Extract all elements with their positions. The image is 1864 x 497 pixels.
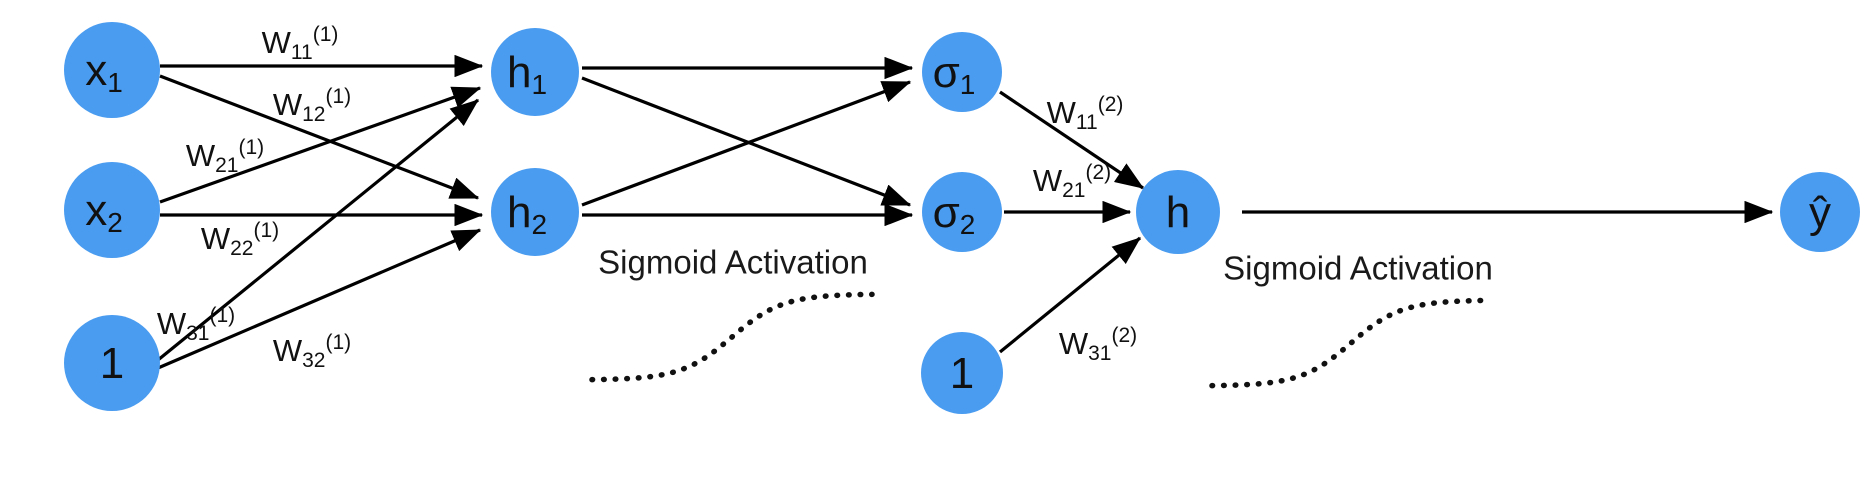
node-s1: σ1 [922,32,1002,112]
node-yhat: ŷ [1780,172,1860,252]
weight-label-w21_1: W21(1) [186,136,264,177]
node-label-bias1: 1 [100,339,124,388]
input-node-circle [64,315,160,411]
connection-edge [581,76,912,207]
node-s2: σ2 [922,172,1002,252]
node-x1: x1 [64,22,160,118]
node-bias1: 1 [64,315,160,411]
node-label-yhat: ŷ [1809,188,1831,237]
weight-label-w12_1: W12(1) [273,85,351,126]
hidden-node-circle [491,28,579,116]
activation-label-act2: Sigmoid Activation [1223,250,1493,287]
hidden-node-circle [491,168,579,256]
node-label-s1: σ1 [933,48,976,100]
output-node: ŷ [1780,172,1860,252]
sigmoid-curves [589,291,1493,389]
weight-label-w21_2: W21(2) [1033,161,1111,202]
combine-node: h [1136,170,1220,254]
connection-edge [157,228,482,370]
node-label-h1: h1 [507,48,547,100]
input-node-circle [64,22,160,118]
node-bias2: 1 [921,332,1003,414]
sigmoid-curve-curve2 [1209,297,1493,389]
edges-sigma-to-output [998,90,1774,354]
sigma-node-circle [922,32,1002,112]
connection-edge [999,90,1145,190]
connection-edge [581,80,912,207]
second-bias-node: 1 [921,332,1003,414]
edges-input-to-hidden [156,54,484,370]
bias-node-circle [921,332,1003,414]
hidden-layer-nodes: h1 h2 [491,28,579,256]
activation-label-act1: Sigmoid Activation [598,244,868,281]
weight-label-w22_1: W22(1) [201,219,279,260]
node-label-x2: x2 [85,186,123,238]
sigma-node-circle [922,172,1002,252]
weight-label-w11_2: W11(2) [1047,93,1124,134]
weight-labels-layer2: W11(2) W21(2) W31(2) [1033,93,1137,365]
node-h: h [1136,170,1220,254]
node-label-h2: h2 [507,188,547,240]
weight-label-w11_1: W11(1) [262,23,339,64]
node-h2: h2 [491,168,579,256]
edges-hidden-to-sigma [581,56,914,227]
weight-label-w32_1: W32(1) [273,331,351,372]
combine-node-circle [1136,170,1220,254]
node-label-s2: σ2 [933,188,976,240]
weight-label-w31_1: W31(1) [157,304,235,345]
input-layer-nodes: x1 x2 1 [64,22,160,411]
connection-edge [159,74,480,200]
sigma-layer-nodes: σ1 σ2 [922,32,1002,252]
weight-labels-layer1: W11(1) W12(1)W21(1) W22(1) W31(1) W32(1) [157,23,351,372]
node-label-h: h [1166,188,1190,237]
node-h1: h1 [491,28,579,116]
output-node-circle [1780,172,1860,252]
connection-edge [159,86,482,204]
weight-label-w31_2: W31(2) [1059,324,1137,365]
input-node-circle [64,162,160,258]
activation-labels: Sigmoid Activation Sigmoid Activation [598,244,1493,287]
connection-edge [998,236,1142,354]
node-label-x1: x1 [85,46,123,98]
sigmoid-curve-curve1 [589,291,875,383]
node-label-bias2: 1 [950,349,974,398]
connection-edge [156,98,480,362]
node-x2: x2 [64,162,160,258]
